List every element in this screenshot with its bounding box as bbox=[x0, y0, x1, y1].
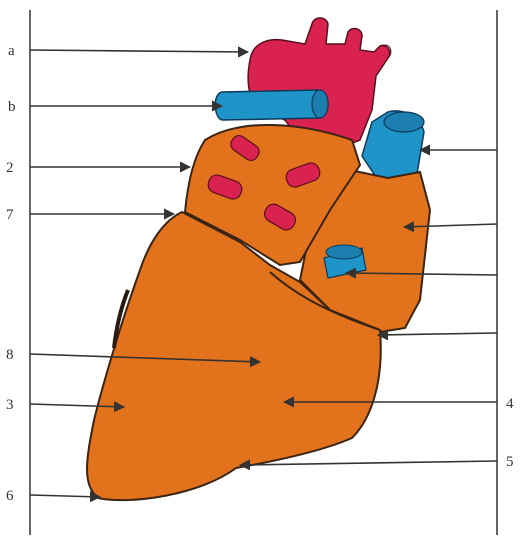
label-2: 2 bbox=[6, 160, 14, 176]
label-a: a bbox=[8, 43, 15, 59]
label-7: 7 bbox=[6, 207, 14, 223]
vena-cava bbox=[362, 111, 424, 180]
label-5: 5 bbox=[506, 454, 514, 470]
label-8: 8 bbox=[6, 347, 14, 363]
label-4: 4 bbox=[506, 396, 514, 412]
label-3: 3 bbox=[6, 397, 14, 413]
label-b: b bbox=[8, 99, 16, 115]
label-6: 6 bbox=[6, 488, 14, 504]
pulmonary-vessel-left bbox=[215, 90, 328, 120]
